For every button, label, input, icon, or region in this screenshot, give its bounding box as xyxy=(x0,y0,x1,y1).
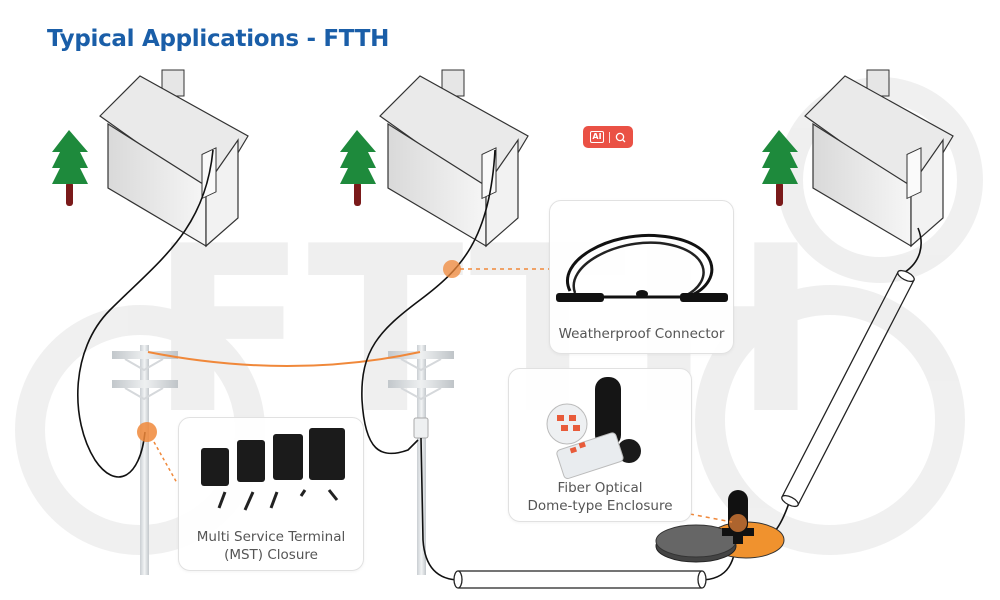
tree-2 xyxy=(340,130,376,206)
aerial-fiber-cable xyxy=(147,351,421,367)
drop-cable-3 xyxy=(904,227,922,273)
ai-search-toolbar[interactable]: AI xyxy=(583,126,633,148)
card-label-line2: Dome-type Enclosure xyxy=(527,498,673,514)
riser-duct xyxy=(781,269,915,508)
highlight-marker-connector xyxy=(443,260,461,278)
card-label-line1: Fiber Optical xyxy=(557,480,643,496)
toolbar-divider xyxy=(608,131,610,143)
search-icon[interactable] xyxy=(615,132,626,143)
card-label-line2: (MST) Closure xyxy=(224,547,318,563)
card-mst-closure: Multi Service Terminal (MST) Closure xyxy=(178,417,364,571)
page-title: Typical Applications - FTTH xyxy=(47,26,390,52)
mst-closure-image xyxy=(201,428,345,511)
house-3 xyxy=(804,69,954,248)
ai-text-icon[interactable]: AI xyxy=(590,131,604,143)
house-1 xyxy=(99,69,249,248)
card-label: Weatherproof Connector xyxy=(558,326,725,342)
card-dome-enclosure: Fiber Optical Dome-type Enclosure xyxy=(508,368,692,522)
house-2 xyxy=(379,69,529,248)
tree-1 xyxy=(52,130,88,206)
leader-line-mst xyxy=(153,441,178,484)
leader-line-dome xyxy=(689,513,733,523)
drop-cable-2 xyxy=(361,149,496,455)
card-label-line1: Multi Service Terminal xyxy=(196,529,346,545)
highlight-marker-mst xyxy=(137,422,157,442)
drop-cable-1 xyxy=(77,149,214,478)
utility-pole-1 xyxy=(112,345,178,575)
card-weatherproof-connector: Weatherproof Connector xyxy=(549,200,734,354)
underground-duct xyxy=(453,570,707,589)
tree-3 xyxy=(762,130,798,206)
weatherproof-connector-image xyxy=(556,233,728,302)
dome-enclosure-image xyxy=(546,377,641,479)
highlight-marker-dome xyxy=(729,514,747,532)
